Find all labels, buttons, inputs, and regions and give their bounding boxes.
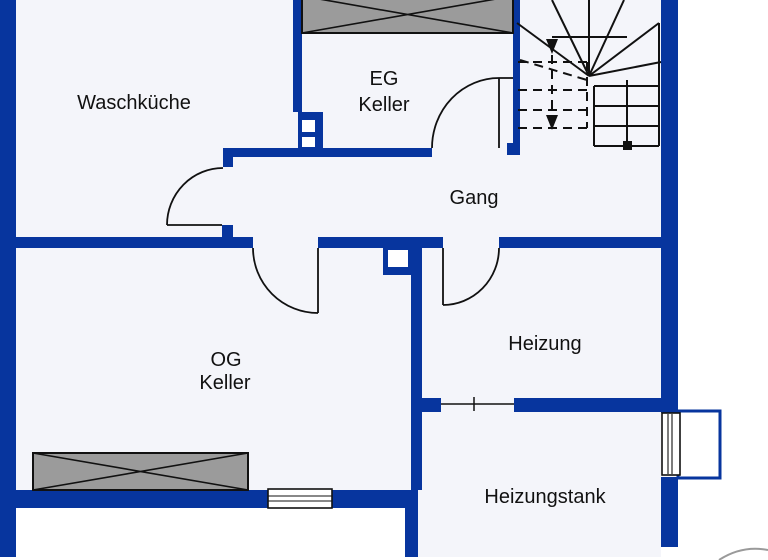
wall-heizung-tank-divider bbox=[514, 398, 661, 412]
light-shaft-box bbox=[676, 409, 722, 480]
room-labels: Waschküche EG Keller Gang OG Keller Heiz… bbox=[77, 68, 606, 508]
doors bbox=[166, 77, 514, 411]
room-label-heizungstank: Heizungstank bbox=[484, 486, 606, 508]
wall-waschkueche-bottom bbox=[16, 237, 253, 248]
passage-heizungstank bbox=[441, 397, 514, 411]
stair-start-post bbox=[623, 141, 632, 150]
window-bottom-panes bbox=[268, 495, 332, 502]
wall-openings bbox=[302, 120, 408, 267]
window-right-wall bbox=[661, 412, 681, 476]
stair-arrow-down-icon bbox=[546, 39, 558, 54]
door-waschkueche bbox=[166, 167, 224, 226]
room-label-eg: EG bbox=[370, 68, 399, 90]
wall-og-heizung-divider bbox=[411, 248, 422, 490]
light-well-og-cross bbox=[32, 452, 249, 491]
wall-og-keller-bottom bbox=[0, 490, 418, 508]
wall-outer-left bbox=[0, 0, 16, 557]
wall-outer-right-lower bbox=[661, 477, 678, 547]
wall-heizung-tank-divider-stub bbox=[422, 398, 441, 412]
right-light-shaft bbox=[676, 409, 722, 480]
wall-gang-bottom-right bbox=[499, 237, 661, 248]
corner-curve-decoration bbox=[718, 547, 768, 560]
floor-area-heizungstank bbox=[405, 508, 661, 557]
windows bbox=[267, 412, 681, 509]
vent-opening-eg-lower bbox=[302, 137, 315, 147]
door-swing-heizung bbox=[442, 247, 500, 306]
wall-stairs-left-foot bbox=[507, 143, 520, 155]
vent-opening-eg-upper bbox=[302, 120, 315, 132]
light-well-top-cross bbox=[301, 0, 514, 34]
wall-eg-keller-left bbox=[293, 0, 302, 112]
wall-gang-bottom-left bbox=[318, 237, 443, 248]
room-label-waschkueche: Waschküche bbox=[77, 92, 191, 114]
stairs-walking-line bbox=[552, 36, 628, 146]
wall-heizungstank-left bbox=[405, 508, 418, 557]
room-label-eg-keller: Keller bbox=[358, 94, 409, 116]
vent-opening-og bbox=[388, 250, 408, 267]
door-heizung bbox=[442, 247, 500, 306]
wall-stairs-left bbox=[513, 0, 520, 143]
passage-threshold-line bbox=[441, 397, 514, 411]
room-label-og: OG bbox=[210, 349, 241, 371]
wall-outer-right-upper bbox=[661, 0, 678, 413]
wall-gang-top bbox=[223, 148, 432, 157]
stair-arrow-down-2-icon bbox=[546, 115, 558, 130]
door-swing-eg-keller bbox=[431, 77, 500, 149]
door-eg-keller bbox=[431, 77, 513, 149]
floor-area-main bbox=[0, 0, 678, 508]
staircase bbox=[516, 0, 662, 150]
room-label-og-keller: Keller bbox=[199, 372, 250, 394]
wall-waschkueche-door-stub bbox=[222, 225, 233, 237]
door-swing-og-keller bbox=[252, 247, 319, 314]
door-swing-waschkueche bbox=[166, 167, 224, 226]
wall-gang-top-stub bbox=[223, 157, 233, 167]
door-leaf-eg-keller bbox=[498, 77, 513, 148]
window-bottom-wall bbox=[267, 488, 333, 509]
window-right-panes bbox=[667, 414, 673, 474]
door-og-keller bbox=[252, 247, 319, 314]
fixtures bbox=[32, 0, 514, 491]
room-label-gang: Gang bbox=[450, 187, 499, 209]
floor-areas bbox=[0, 0, 678, 557]
room-label-heizung: Heizung bbox=[508, 333, 581, 355]
